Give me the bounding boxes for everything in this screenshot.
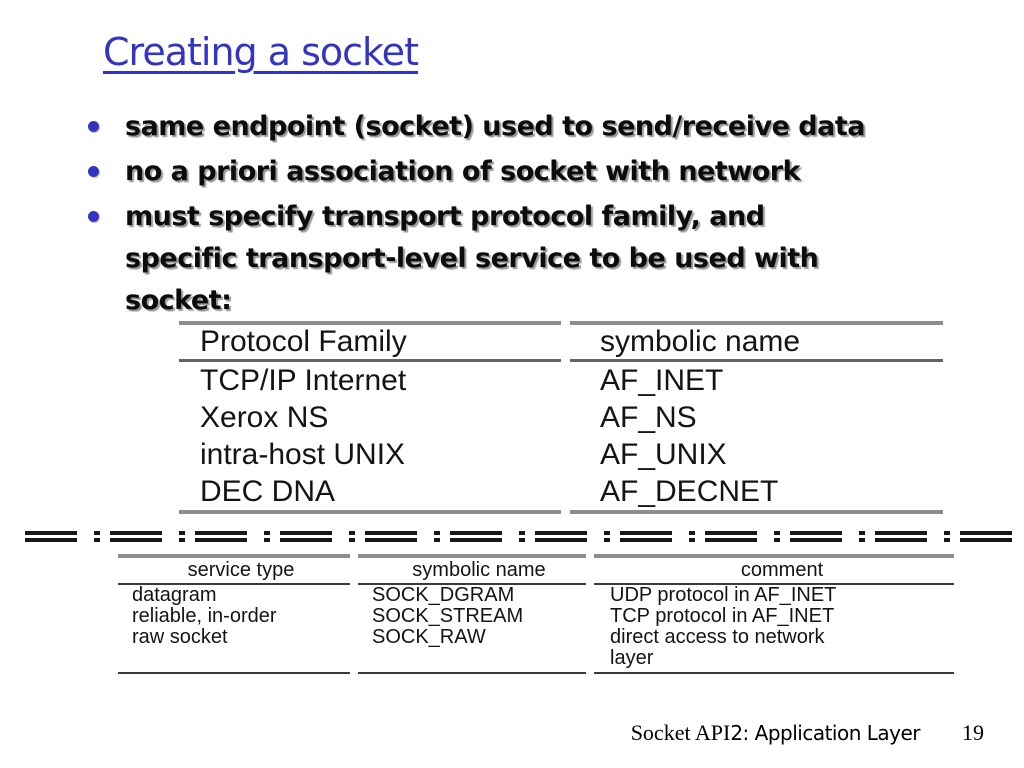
table-cell: AF_NS: [600, 401, 697, 434]
bullet-dot-icon: [88, 121, 99, 132]
bullet-item: must specify transport protocol family, …: [88, 196, 940, 322]
bullet-item: no a priori association of socket with n…: [88, 151, 940, 193]
protocol-family-table: Protocol Family symbolic name TCP/IP Int…: [170, 321, 952, 514]
table-cell: TCP/IP Internet: [200, 364, 407, 397]
table-cell: TCP protocol in AF_INET: [610, 605, 835, 627]
table-cell: datagram: [132, 584, 217, 606]
service-table-header-type: service type: [118, 554, 350, 585]
table-cell: SOCK_STREAM: [372, 605, 524, 627]
service-table-head: service type symbolic name comment: [118, 554, 954, 585]
page-number: 19: [962, 720, 984, 745]
slide-title: Creating a socket: [103, 30, 419, 74]
protocol-table-header-family: Protocol Family: [179, 321, 561, 362]
bullet-text: must specify transport protocol family, …: [125, 201, 819, 316]
table-cell: AF_INET: [600, 364, 724, 397]
table-cell: raw socket: [118, 627, 350, 674]
table-cell: SOCK_RAW: [358, 627, 586, 674]
table-cell: reliable, in-order: [132, 605, 277, 627]
footer-course-title: Socket API: [630, 720, 731, 745]
bullet-dot-icon: [88, 166, 99, 177]
table-header-row: service type symbolic name comment: [118, 554, 954, 585]
table-row: reliable, in-order SOCK_STREAM TCP protoco…: [118, 606, 954, 627]
service-table-header-symbolic: symbolic name: [358, 554, 586, 585]
bullet-dot-icon: [88, 211, 99, 222]
footer-chapter: 2: Application Layer: [730, 721, 920, 745]
protocol-table-head: Protocol Family symbolic name: [179, 321, 943, 362]
bullet-text: same endpoint (socket) used to send/rece…: [125, 111, 865, 142]
table-cell: direct access to network layer: [594, 627, 954, 674]
table-row: datagram SOCK_DGRAM UDP protocol in AF_INE…: [118, 585, 954, 606]
protocol-table-header-symbolic: symbolic name: [570, 321, 943, 362]
bullet-list: same endpoint (socket) used to send/rece…: [88, 106, 940, 325]
table-cell: AF_UNIX: [600, 438, 727, 471]
table-row: Xerox NS AF_NS: [179, 399, 943, 436]
table-row: TCP/IP Internet AF_INET: [179, 362, 943, 399]
table-header-row: Protocol Family symbolic name: [179, 321, 943, 362]
service-table-body: datagram SOCK_DGRAM UDP protocol in AF_INE…: [118, 585, 954, 674]
bullet-item: same endpoint (socket) used to send/rece…: [88, 106, 940, 148]
table-cell: AF_DECNET: [570, 473, 943, 514]
bullet-text: no a priori association of socket with n…: [125, 156, 801, 187]
table-cell: DEC DNA: [179, 473, 561, 514]
table-cell: intra-host UNIX: [200, 438, 406, 471]
table-cell: UDP protocol in AF_INET: [610, 584, 837, 606]
table-row: intra-host UNIX AF_UNIX: [179, 436, 943, 473]
dash-dot-divider: [25, 531, 1024, 542]
service-table-header-comment: comment: [594, 554, 954, 585]
service-type-table: service type symbolic name comment datag…: [110, 554, 962, 674]
table-cell: SOCK_DGRAM: [372, 584, 515, 606]
table-cell: Xerox NS: [200, 401, 329, 434]
